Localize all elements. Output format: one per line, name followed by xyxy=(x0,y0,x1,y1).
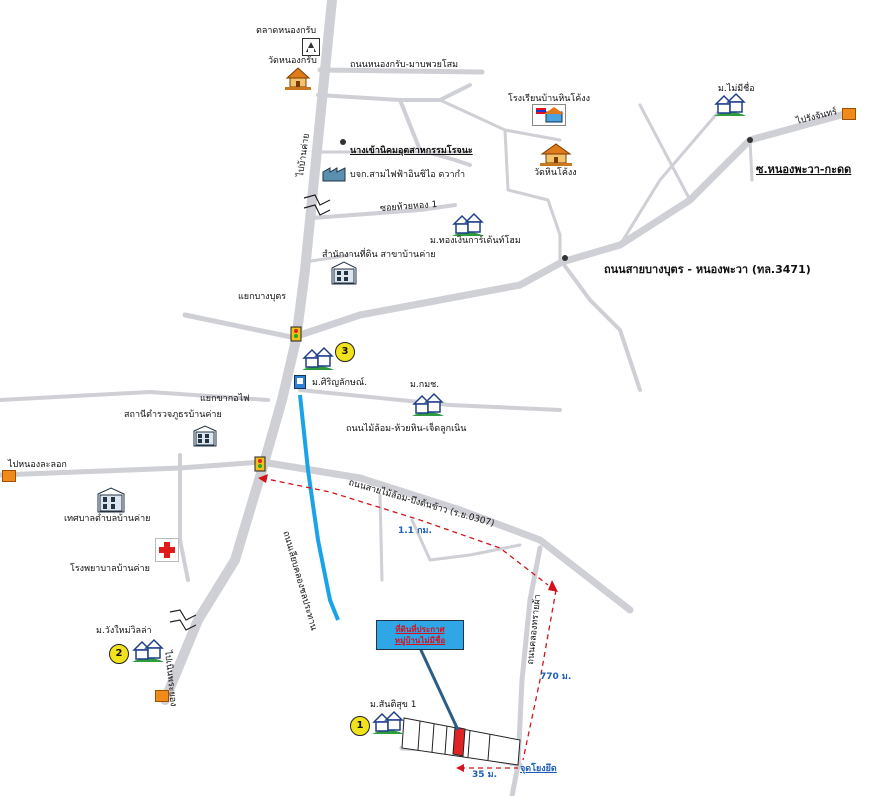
house-icon xyxy=(300,344,336,376)
label-road-mailom: ถนนไม้ล้อม-ห้วยหิน-เจ็ดลูกเนิน xyxy=(346,424,467,434)
point-factory xyxy=(340,139,346,145)
temple-icon xyxy=(285,66,311,94)
label-hospital: โรงพยาบาลบ้านค่าย xyxy=(70,564,150,574)
label-m-siriyalak: ม.ศิริญลักษณ์. xyxy=(312,378,368,388)
building-icon xyxy=(96,486,126,518)
road-nongkrap xyxy=(317,67,485,75)
distance-route xyxy=(261,477,557,769)
market-icon xyxy=(302,38,320,60)
label-main-road-3471: ถนนสายบางบุตร - หนองพะวา (ทล.3471) xyxy=(604,263,811,276)
school-flag-icon xyxy=(532,104,566,130)
marker-1: 1 xyxy=(350,716,370,736)
label-school: โรงเรียนบ้านหินโค้งง xyxy=(508,94,591,104)
house-icon xyxy=(370,708,406,740)
highlighted-plot xyxy=(452,726,466,757)
label-m-santisuk: ม.สันติสุข 1 xyxy=(370,700,417,710)
red-cross-icon xyxy=(155,538,179,562)
label-junction-bangbut: แยกบางบุตร xyxy=(238,292,287,302)
marker-2: 2 xyxy=(109,644,129,664)
house-icon xyxy=(712,90,748,122)
label-police: สถานีตำรวจภูธรบ้านค่าย xyxy=(124,410,222,420)
label-m-thong-ngern: ม.ทองเงินการ์เด้นท์โฮม xyxy=(430,236,521,246)
direction-arrow-icon xyxy=(842,108,856,120)
point-nongphawa xyxy=(747,137,753,143)
label-junction-kokfai: แยกขากอไฟ xyxy=(200,394,250,404)
canal xyxy=(298,394,340,621)
road-break-marks xyxy=(169,194,331,631)
label-factory-sign: นางเข้านิคมอุตสาหกรรมโรจนะ xyxy=(350,146,473,156)
building-icon xyxy=(330,260,358,290)
road-0307 xyxy=(258,458,634,614)
distance-arrowheads xyxy=(258,474,558,772)
label-m-wang-mai: ม.วังใหม่วิลล่า xyxy=(96,626,152,636)
label-dist-35m: 35 ม. xyxy=(472,770,498,780)
label-wat-nongkrap: วัดหนองกรับ xyxy=(268,56,317,66)
label-start-point: จุดโยงยึด xyxy=(520,764,557,774)
label-land-office: สำนักงานที่ดิน สาขาบ้านค่าย xyxy=(322,250,436,260)
direction-arrow-icon xyxy=(155,690,169,702)
label-road-nongkrap: ถนนหนองกรับ-มาบพวยโสม xyxy=(350,60,459,70)
label-dist-1-1km: 1.1 กม. xyxy=(398,526,432,536)
callout-line-2: หมู่บ้านไม่มีชื่อ xyxy=(394,636,446,645)
road-network xyxy=(0,0,856,796)
traffic-light-icon xyxy=(254,456,266,476)
house-icon xyxy=(410,390,446,422)
label-m-mai-mee: ม.ไม่มีชื่อ xyxy=(718,84,755,94)
marker-3: 3 xyxy=(335,342,355,362)
road-to-plot xyxy=(509,545,543,796)
label-market: ตลาดหนองกรับ xyxy=(256,26,317,36)
road-soi-huayhong xyxy=(310,203,457,220)
callout-pointer xyxy=(418,647,460,731)
label-municipality: เทศบาลตำบลบ้านค่าย xyxy=(64,514,151,524)
callout-line-1: ที่ดินที่ประกาศ xyxy=(395,625,445,634)
road-north-branch xyxy=(316,83,472,102)
label-nongphawa-kradad: ซ.หนองพะวา-กะดด xyxy=(756,163,852,176)
point-3471 xyxy=(562,255,568,261)
building-icon xyxy=(192,424,218,452)
label-dist-770m: 770 ม. xyxy=(540,672,572,682)
factory-icon xyxy=(322,166,346,186)
label-company: บจก.สามไฟฟ้าอินชิไอ ดวากำ xyxy=(350,170,466,180)
label-wat-hinkong: วัดหินโค้งง xyxy=(534,168,577,178)
road-main-ns xyxy=(160,0,337,705)
label-to-nong-la-lok: ไปหนองละลอก xyxy=(8,460,67,470)
bus-stop-icon xyxy=(294,374,306,393)
road-mailom xyxy=(298,388,562,412)
house-icon xyxy=(450,210,486,242)
plot-callout: ที่ดินที่ประกาศ หมู่บ้านไม่มีชื่อ xyxy=(376,620,464,650)
traffic-light-icon xyxy=(290,326,302,346)
temple-icon xyxy=(540,142,572,170)
direction-arrow-icon xyxy=(2,470,16,482)
label-m-kms: ม.กมช. xyxy=(410,380,440,390)
house-icon xyxy=(130,636,166,668)
